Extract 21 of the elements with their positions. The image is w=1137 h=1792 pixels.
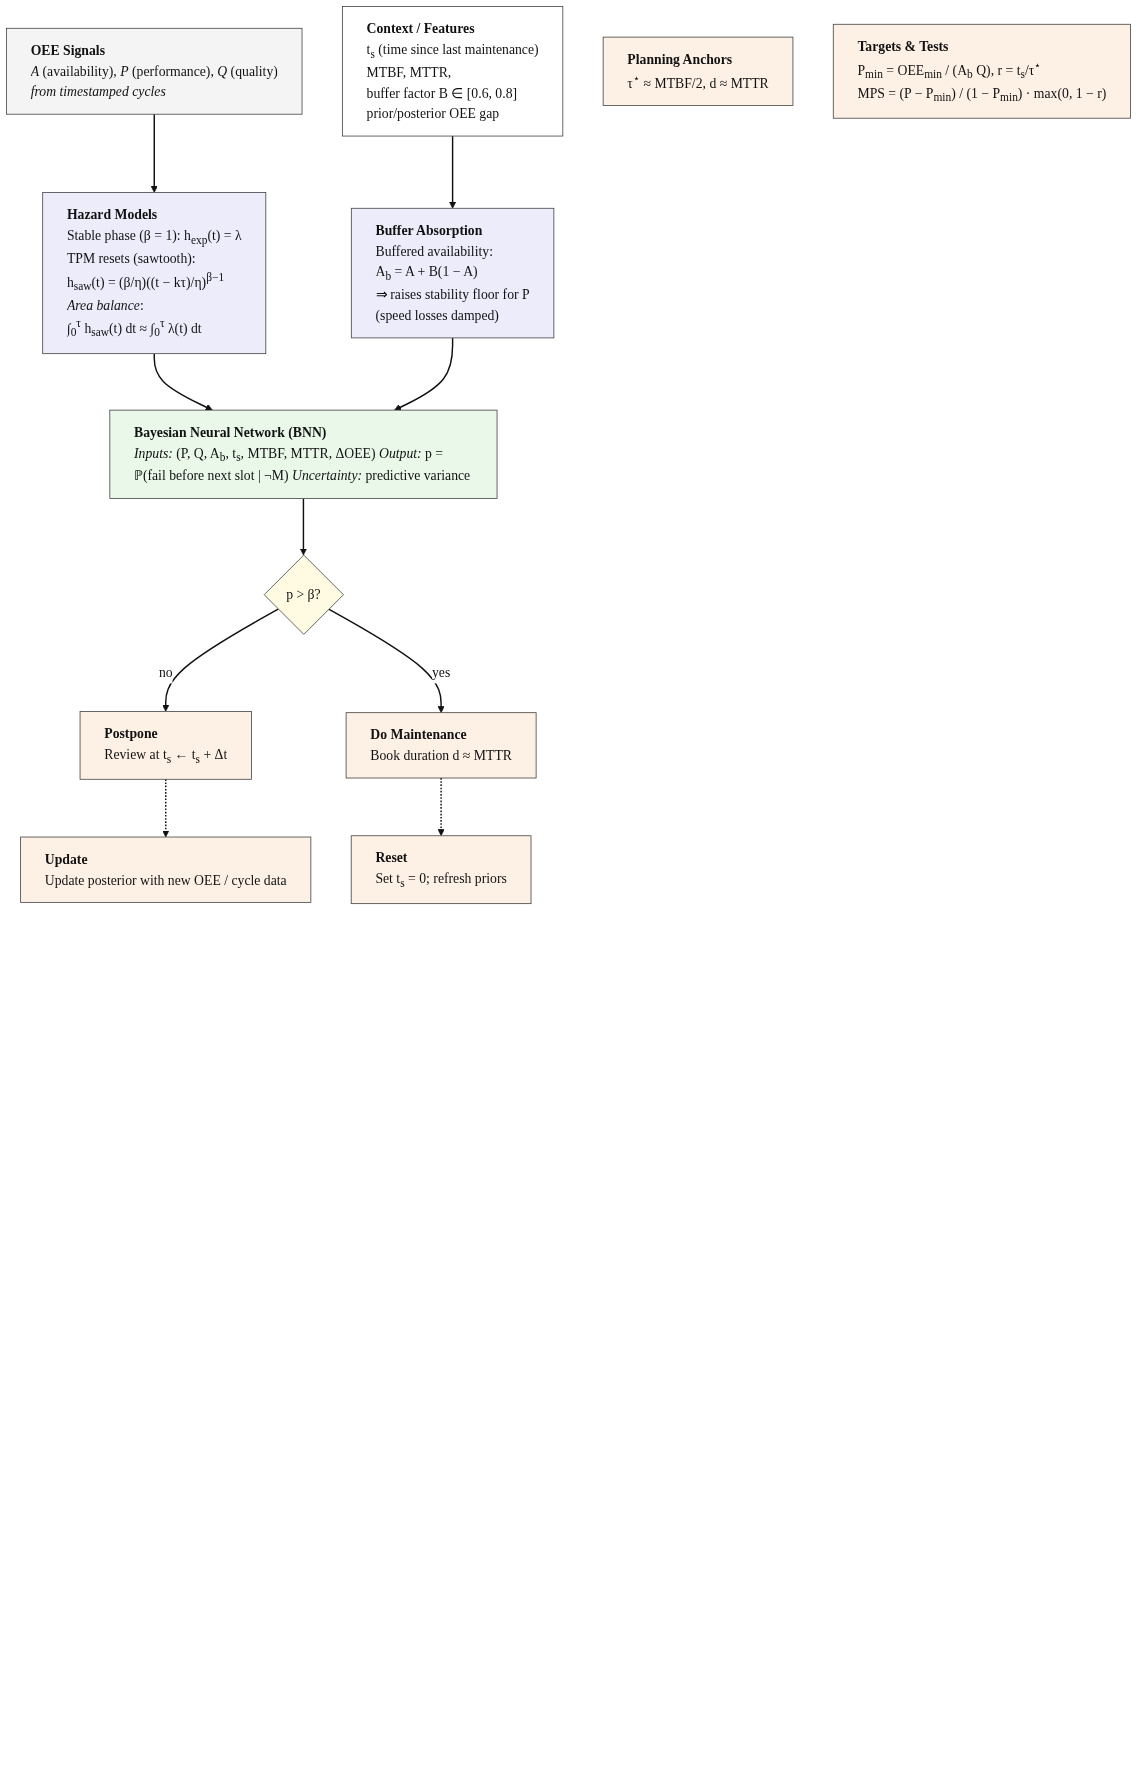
edge-label: no (158, 665, 173, 681)
node-box: Buffer Absorption Buffered availability: A$_{b}$ = A + B(1 − A) ⇒ raises stability floor for P (speed losses damped) (350, 207, 555, 339)
arrow (449, 135, 457, 209)
node-box: Reset Set t$_{s}$ = 0; refresh priors (350, 835, 532, 905)
node-box: Planning Anchors τ$^{⋆}$ ≈ MTBF/2, d ≈ MTTR (602, 36, 794, 106)
node-box: Do Maintenance Book duration d ≈ MTTR (345, 712, 537, 779)
node-box: Update Update posterior with new OEE / cycle data (20, 836, 312, 903)
node-box: Context / Features t$_{s}$ (time since last maintenance) MTBF, MTTR, buffer factor B ∈ [0.6, 0.8] prior/posterior OEE gap (341, 6, 564, 137)
arrow (153, 352, 213, 411)
arrow (328, 608, 445, 713)
node-box: Hazard Models Stable phase (β = 1): h$_{exp}$(t) = λ TPM resets (sawtooth): h$_{saw}$(t) = (β/η)((t − kτ)/η)$^{β−1}$ Area balance: ∫$_{0}$$^{τ}$ h$_{saw}$(t) dt ≈ ∫$_{0}$$^{τ}$ λ(t) dt (42, 192, 267, 355)
arrow (394, 337, 454, 411)
arrow (299, 497, 307, 556)
node-diamond: p > β? (263, 554, 344, 635)
node-box: OEE Signals A (availability), P (performance), Q (quality) from timestamped cycles (6, 27, 303, 115)
edge-label: yes (431, 665, 451, 681)
node-box: Targets & Tests P$_{min}$ = OEE$_{min}$ / (A$_{b}$ Q), r = t$_{s}$/τ$^{⋆}$ MPS = (P − P$_{min}$) / (1 − P$_{min}$) · max(0, 1 − r) (832, 23, 1131, 119)
node-box: Bayesian Neural Network (BNN) Inputs: (P, Q, A$_{b}$, t$_{s}$, MTBF, MTTR, ΔOEE) Output: p = ℙ(fail before next slot | ¬M) Uncertainty: predictive variance (109, 409, 498, 499)
arrow (162, 608, 279, 712)
arrow (150, 113, 158, 193)
node-box: Postpone Review at t$_{s}$ ← t$_{s}$ + Δt (79, 711, 252, 780)
